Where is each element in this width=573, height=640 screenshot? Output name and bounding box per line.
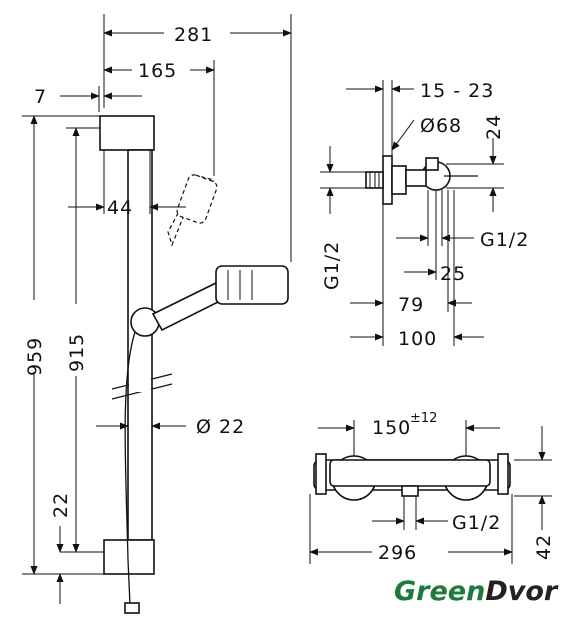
dim-42: 42 <box>533 534 555 560</box>
dim-150: 150 <box>372 417 411 439</box>
dim-165: 165 <box>138 60 177 82</box>
dim-44: 44 <box>107 197 133 219</box>
dim-24: 24 <box>483 114 505 140</box>
brand-logo: GreenDvor <box>394 576 559 607</box>
connector-side-view <box>320 80 504 346</box>
dim-25: 25 <box>440 263 466 285</box>
hose-connector <box>124 602 140 614</box>
shower-slider <box>130 307 160 337</box>
dim-g12-right: G1/2 <box>480 229 529 251</box>
dim-15-23: 15 - 23 <box>420 80 494 102</box>
dim-7: 7 <box>34 86 47 108</box>
dim-281: 281 <box>174 24 213 46</box>
brand-part-green: Green <box>394 576 485 607</box>
dim-diameter-68: Ø68 <box>420 115 462 137</box>
dim-g12-bottom: G1/2 <box>452 512 501 534</box>
dim-tolerance-12: ±12 <box>410 411 437 426</box>
dim-22-bottom: 22 <box>50 492 72 518</box>
dim-100: 100 <box>398 328 437 350</box>
thermostat-view <box>309 420 552 564</box>
top-wall-bracket <box>99 115 155 151</box>
dim-296: 296 <box>378 542 417 564</box>
brand-part-dvor: Dvor <box>485 576 559 607</box>
thermostat-outlet <box>401 485 419 497</box>
dim-915: 915 <box>66 333 88 372</box>
wall-plate <box>382 155 393 205</box>
dim-79: 79 <box>398 294 424 316</box>
handshower <box>151 280 228 332</box>
dim-g12-left: G1/2 <box>321 241 343 290</box>
shower-rail-view <box>22 14 292 614</box>
dim-959: 959 <box>24 337 46 376</box>
shower-hose <box>124 331 136 606</box>
dim-diameter-22: Ø 22 <box>196 416 245 438</box>
